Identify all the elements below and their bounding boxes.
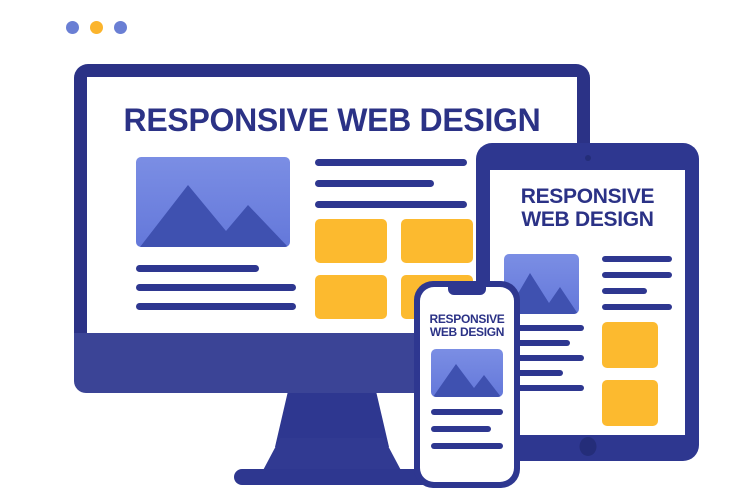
dot-three-icon — [114, 21, 127, 34]
content-tile — [315, 219, 387, 263]
text-line — [504, 340, 571, 346]
text-line — [504, 355, 584, 361]
dot-one-icon — [66, 21, 79, 34]
tablet-headline: RESPONSIVE WEB DESIGN — [490, 185, 685, 231]
tablet-right-text-block — [602, 256, 672, 320]
phone-screen: RESPONSIVE WEB DESIGN — [420, 287, 514, 482]
text-line — [504, 325, 584, 331]
phone-headline-line-1: RESPONSIVE — [429, 312, 505, 326]
monitor-image-placeholder — [136, 157, 290, 247]
text-line — [315, 201, 467, 208]
tablet-headline-line-1: RESPONSIVE — [520, 185, 655, 208]
phone-image-placeholder — [431, 349, 503, 397]
content-tile — [602, 380, 658, 426]
text-line — [431, 426, 492, 432]
tablet-device: RESPONSIVE WEB DESIGN — [476, 143, 699, 461]
text-line — [136, 303, 296, 310]
text-line — [136, 265, 260, 272]
text-line — [136, 284, 296, 291]
phone-text-block — [431, 409, 503, 460]
text-line — [504, 370, 564, 376]
tablet-screen: RESPONSIVE WEB DESIGN — [490, 170, 685, 435]
dot-row — [66, 21, 127, 34]
content-tile — [401, 219, 473, 263]
monitor-headline: RESPONSIVE WEB DESIGN — [123, 102, 541, 138]
home-button-icon[interactable] — [579, 437, 596, 456]
monitor-base — [234, 469, 430, 485]
text-line — [602, 304, 672, 310]
text-line — [602, 288, 647, 294]
tablet-headline-line-2: WEB DESIGN — [521, 207, 654, 231]
text-line — [602, 256, 672, 262]
smartphone-device: RESPONSIVE WEB DESIGN — [414, 281, 520, 488]
content-tile — [315, 275, 387, 319]
phone-headline: RESPONSIVE WEB DESIGN — [420, 313, 514, 339]
phone-bezel: RESPONSIVE WEB DESIGN — [414, 281, 520, 488]
text-line — [431, 409, 503, 415]
monitor-left-text-block — [136, 265, 296, 322]
phone-notch-icon — [448, 287, 486, 295]
tablet-bezel: RESPONSIVE WEB DESIGN — [476, 143, 699, 461]
tablet-image-placeholder — [504, 254, 579, 314]
text-line — [431, 443, 503, 449]
text-line — [504, 385, 584, 391]
camera-icon — [584, 155, 591, 161]
text-line — [602, 272, 672, 278]
text-line — [315, 159, 467, 166]
tablet-left-text-block — [504, 325, 584, 400]
phone-headline-line-2: WEB DESIGN — [429, 324, 505, 339]
content-tile — [602, 322, 658, 368]
dot-two-icon — [90, 21, 103, 34]
monitor-right-text-block — [315, 159, 467, 222]
text-line — [315, 180, 434, 187]
tablet-tile-stack — [602, 322, 658, 435]
